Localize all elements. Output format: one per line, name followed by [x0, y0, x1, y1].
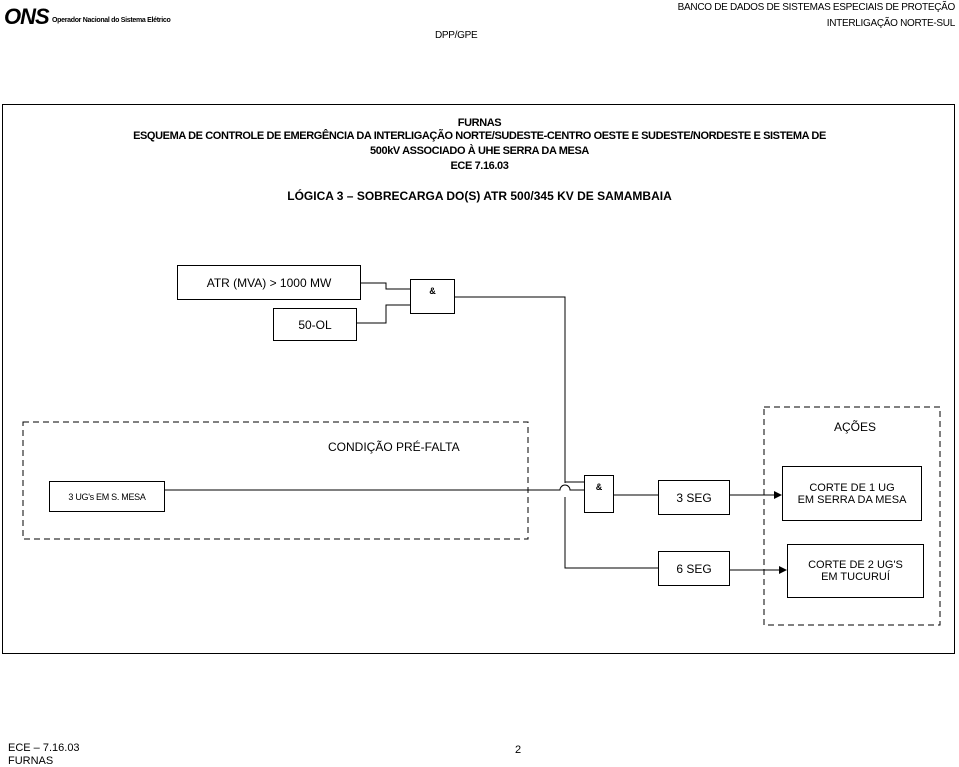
footer-ece-code: ECE – 7.16.03: [8, 742, 80, 754]
header-department: DPP/GPE: [435, 30, 478, 41]
title-scheme: ESQUEMA DE CONTROLE DE EMERGÊNCIA DA INT…: [133, 130, 826, 142]
line-branch-timer2: [564, 497, 658, 569]
arrowhead-action2: [779, 566, 787, 574]
page-number: 2: [515, 744, 522, 756]
title-system: 500kV ASSOCIADO À UHE SERRA DA MESA: [370, 145, 589, 157]
timer-6-seg: 6 SEG: [658, 551, 730, 586]
logic-title: LÓGICA 3 – SOBRECARGA DO(S) ATR 500/345 …: [287, 189, 672, 203]
input-atr-power: ATR (MVA) > 1000 MW: [177, 265, 361, 300]
ons-logo: ONS: [4, 4, 50, 29]
actions-title: AÇÕES: [834, 420, 877, 434]
header-database-title: BANCO DE DADOS DE SISTEMAS ESPECIAIS DE …: [677, 2, 956, 13]
input-3-ugs-serra-mesa: 3 UG's EM S. MESA: [49, 481, 165, 512]
line-precondition: [165, 484, 584, 491]
and-gate-precondition: &: [584, 475, 614, 513]
arrowhead-action1: [774, 491, 782, 499]
line-input2: [357, 304, 410, 324]
line-input1: [360, 282, 410, 290]
input-50-ol: 50-OL: [273, 308, 357, 341]
action1-line1: CORTE DE 1 UG: [809, 481, 895, 494]
and-gate-overload: &: [410, 279, 455, 314]
action-cut-2-ugs-tucurui: CORTE DE 2 UG'S EM TUCURUÍ: [787, 544, 924, 598]
diagram-frame: [2, 104, 955, 654]
action1-line2: EM SERRA DA MESA: [797, 493, 907, 506]
timer-3-seg: 3 SEG: [658, 480, 730, 515]
action-cut-1-ug-serra-mesa: CORTE DE 1 UG EM SERRA DA MESA: [782, 466, 922, 521]
line-gate1-output: [455, 296, 566, 483]
logo-subtitle: Operador Nacional do Sistema Elétrico: [52, 17, 171, 24]
actions-region: [763, 406, 941, 626]
header-interconnection: INTERLIGAÇÃO NORTE-SUL: [826, 18, 956, 29]
action2-line2: EM TUCURUÍ: [821, 571, 890, 583]
title-ece-code: ECE 7.16.03: [450, 160, 509, 172]
footer-company: FURNAS: [8, 755, 54, 767]
precondition-region: [22, 421, 529, 540]
action2-line1: CORTE DE 2 UG'S: [808, 559, 903, 571]
title-company: FURNAS: [457, 117, 502, 129]
precondition-title: CONDIÇÃO PRÉ-FALTA: [328, 440, 460, 454]
